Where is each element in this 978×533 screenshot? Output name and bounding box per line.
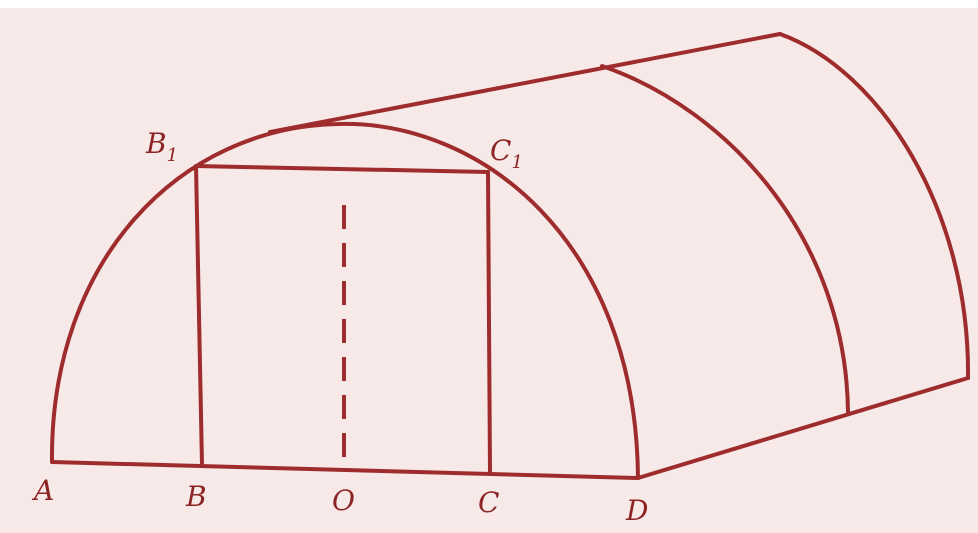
rectangle-side-C1C — [486, 170, 492, 474]
label-A: A — [31, 474, 54, 507]
middle-arc — [600, 64, 850, 414]
bottom-right-edge — [636, 376, 970, 480]
label-D: D — [625, 494, 648, 527]
front-arc — [49, 121, 640, 480]
roof-ridge-line — [268, 32, 782, 134]
label-C: C — [478, 486, 499, 519]
back-arc — [778, 32, 971, 380]
label-O: O — [332, 484, 355, 517]
label-B: B — [185, 480, 207, 513]
rectangle-top-B1C1 — [194, 164, 490, 174]
base-line-AD — [50, 460, 640, 480]
label-C1-base: C — [490, 134, 511, 167]
rectangle-side-BB1 — [194, 164, 204, 467]
label-B1-subscript: 1 — [167, 145, 178, 166]
label-C1-subscript: 1 — [511, 152, 522, 173]
label-C1: C1 — [490, 134, 523, 173]
label-B1-base: B — [145, 127, 167, 160]
top-margin — [0, 0, 978, 8]
label-B1: B1 — [145, 127, 178, 166]
